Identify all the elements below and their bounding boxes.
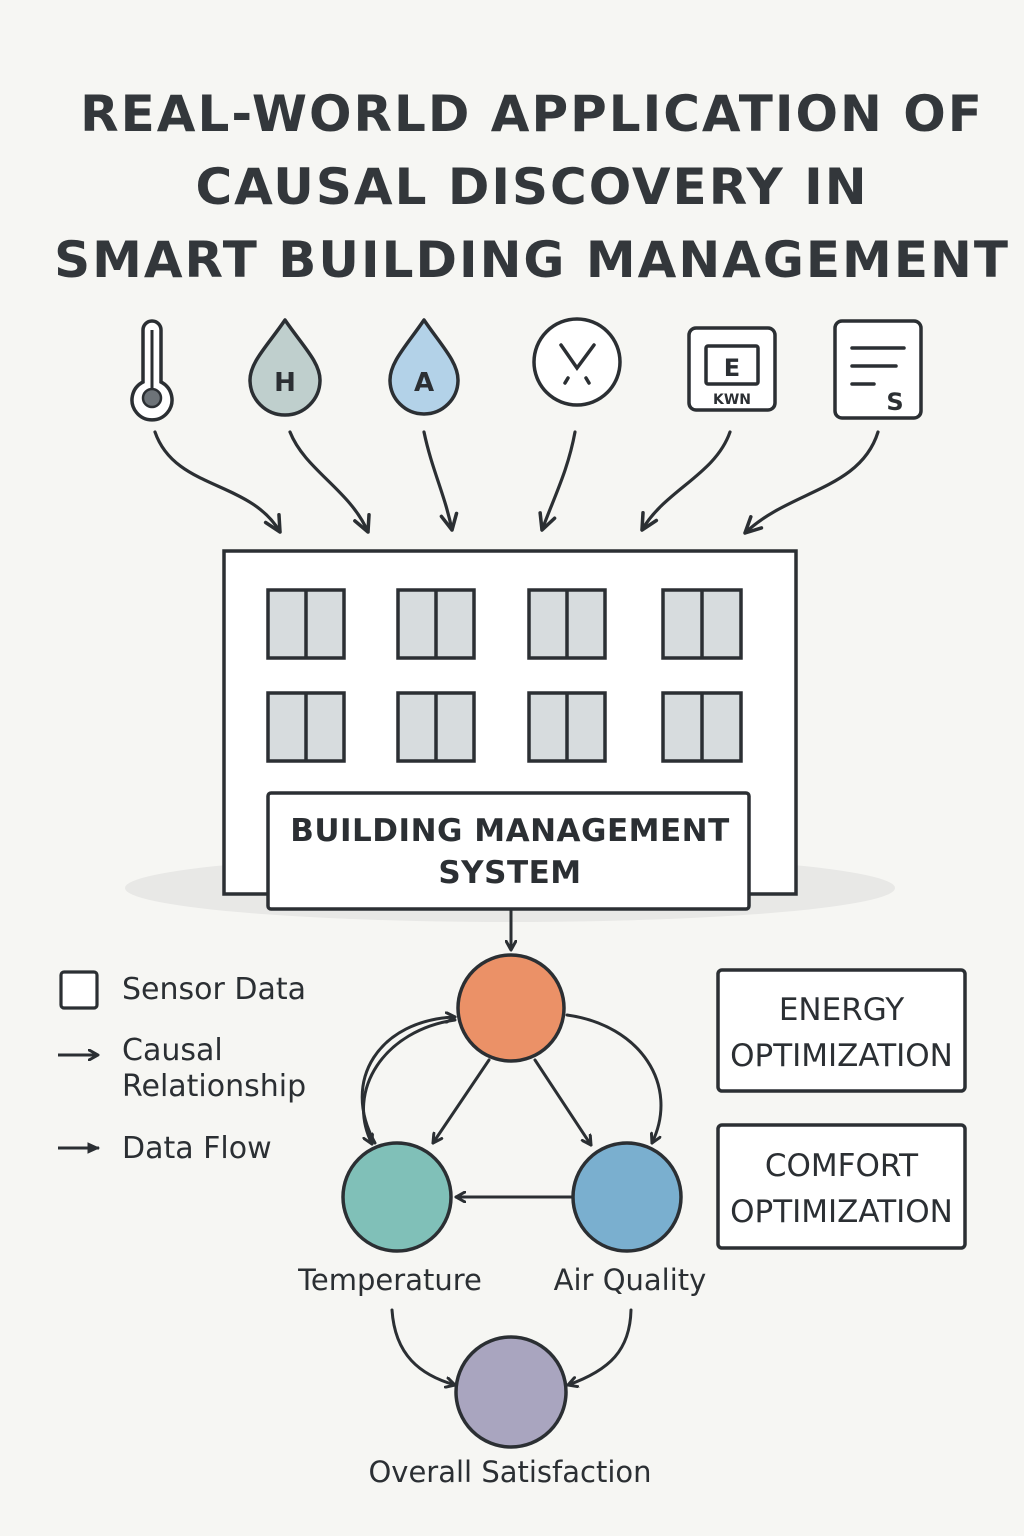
energy-line-2: OPTIMIZATION (730, 1038, 953, 1074)
sensor-data-flow-arrows (153, 430, 880, 535)
bms-label-line-1: BUILDING MANAGEMENT (290, 813, 730, 849)
energy-optimization-label: ENERGY OPTIMIZATION (718, 987, 965, 1079)
legend-sensor-data-label: Sensor Data (122, 972, 306, 1007)
bms-label: BUILDING MANAGEMENT SYSTEM (268, 810, 752, 894)
window (661, 691, 743, 763)
window (527, 588, 607, 660)
legend-causal-line-1: Causal (122, 1033, 223, 1068)
sensor-arrow-5 (640, 430, 732, 532)
humidity-letter: H (274, 368, 296, 398)
edge-airquality-to-satisfaction (566, 1308, 633, 1385)
comfort-line-1: COMFORT (764, 1148, 919, 1184)
thermometer-icon (130, 319, 174, 422)
occupancy-dial-icon (532, 317, 622, 407)
page-title: REAL-WORLD APPLICATION OF CAUSAL DISCOVE… (0, 78, 1024, 297)
edge-top-to-temperature-straight (431, 1058, 491, 1145)
comfort-optimization-box (716, 1123, 967, 1250)
edge-temperature-to-satisfaction (390, 1308, 457, 1385)
energy-line-1: ENERGY (778, 992, 905, 1028)
energy-letter: E (724, 354, 740, 382)
legend-causal-label: Causal Relationship (122, 1033, 306, 1105)
building-windows (266, 588, 743, 763)
window (527, 691, 607, 763)
node-top (456, 953, 566, 1063)
window (266, 691, 346, 763)
title-line-1: REAL-WORLD APPLICATION OF (80, 85, 984, 143)
overall-satisfaction-label: Overall Satisfaction (368, 1455, 652, 1489)
edge-top-to-airquality-curve (565, 1013, 663, 1145)
energy-unit: KWN (713, 392, 751, 408)
window (266, 588, 346, 660)
causal-edges (360, 1013, 663, 1385)
legend-data-flow-label: Data Flow (122, 1131, 272, 1166)
air-drop-icon: A (388, 318, 460, 416)
schedule-doc-icon: S (833, 319, 923, 420)
comfort-line-2: OPTIMIZATION (730, 1194, 953, 1230)
edge-top-to-airquality-straight (533, 1058, 593, 1147)
air-letter: A (414, 368, 434, 398)
sensor-arrow-2 (288, 430, 371, 534)
bms-label-line-2: SYSTEM (438, 855, 582, 891)
air-quality-label: Air Quality (553, 1263, 707, 1297)
window (661, 588, 743, 660)
sensor-arrow-6 (743, 430, 880, 535)
window (396, 691, 476, 763)
title-line-3: SMART BUILDING MANAGEMENT (54, 231, 1010, 289)
legend-causal-line-2: Relationship (122, 1069, 307, 1104)
title-line-2: CAUSAL DISCOVERY IN (195, 158, 869, 216)
schedule-letter: S (886, 388, 903, 416)
energy-optimization-box (716, 968, 967, 1093)
humidity-drop-icon: H (248, 318, 322, 417)
edge-temperature-return-curve (362, 1018, 457, 1146)
sensor-data-legend-icon (59, 970, 99, 1010)
comfort-optimization-label: COMFORT OPTIMIZATION (718, 1143, 965, 1235)
window (396, 588, 476, 660)
node-overall-satisfaction (454, 1335, 568, 1449)
sensor-arrow-4 (538, 430, 577, 532)
temperature-label: Temperature (298, 1263, 482, 1297)
sensor-arrow-1 (153, 430, 282, 534)
energy-meter-icon: E KWN (687, 326, 777, 412)
sensor-arrow-3 (422, 430, 459, 532)
node-air-quality (571, 1141, 683, 1253)
node-temperature (341, 1141, 453, 1253)
bms-panel (266, 791, 751, 911)
